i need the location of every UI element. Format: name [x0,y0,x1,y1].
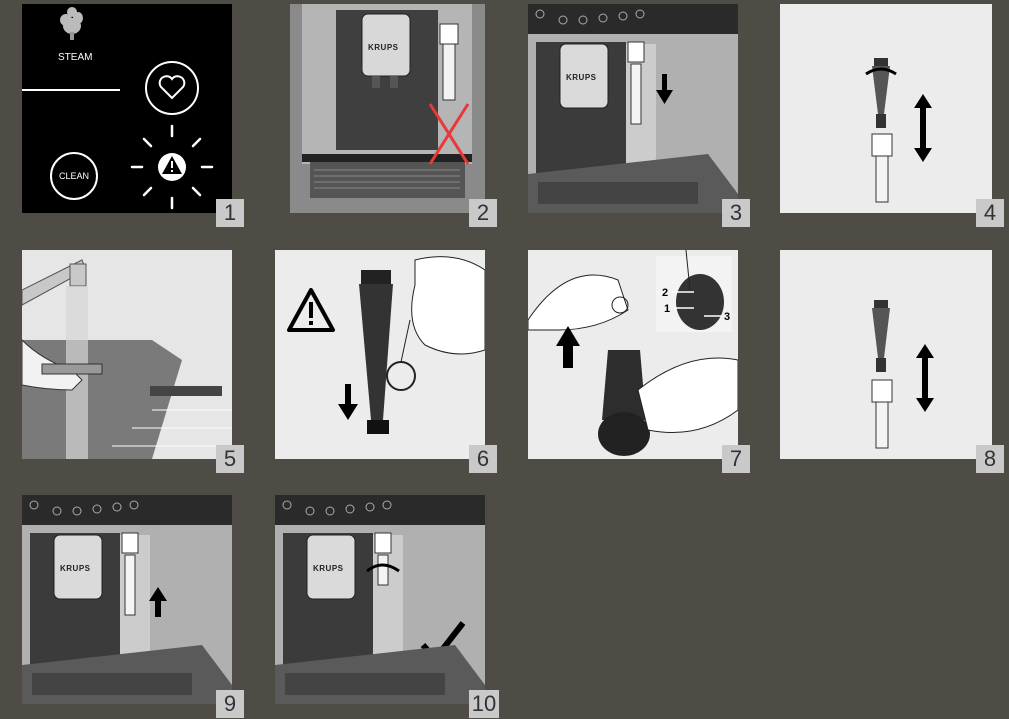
step-number: 5 [216,445,244,473]
step-number: 7 [722,445,750,473]
step-number: 1 [216,199,244,227]
nozzle-cleaning-illustration [275,250,485,459]
step-8-panel [780,250,992,459]
warning-icon [132,126,212,208]
steam-icon [60,7,83,40]
callout-1: 1 [664,303,670,315]
needle-cleaning-illustration: 2 1 3 [528,250,738,459]
step-5-panel [22,250,232,459]
callout-2: 2 [662,287,668,299]
steam-nozzle-parts-illustration [780,250,992,459]
step-number: 3 [722,199,750,227]
clean-label: CLEAN [59,171,89,181]
step-number: 4 [976,199,1004,227]
callout-3: 3 [724,311,730,323]
step-number: 8 [976,445,1004,473]
steam-nozzle-parts-illustration [780,4,992,213]
step-2-panel: KRUPS [290,4,485,213]
machine-illustration: KRUPS [22,495,232,704]
double-arrow-icon [916,344,934,412]
krups-logo: KRUPS [60,564,91,573]
machine-illustration: KRUPS [275,495,485,704]
up-arrow-icon [556,326,580,368]
steam-label: STEAM [58,52,92,63]
step-number: 2 [469,199,497,227]
step-4-panel [780,4,992,213]
step-1-panel: STEAM CLEAN [22,4,232,213]
machine-illustration: KRUPS [528,4,738,213]
double-arrow-icon [914,94,932,162]
step-7-panel: 2 1 3 [528,250,738,459]
step-6-panel [275,250,485,459]
warning-icon [289,290,333,330]
step-number: 10 [469,690,499,718]
krups-logo: KRUPS [313,564,344,573]
down-arrow-icon [338,384,358,420]
clean-button-label: CLEAN [50,152,98,200]
rinsing-illustration [22,250,232,459]
step-number: 9 [216,690,244,718]
step-number: 6 [469,445,497,473]
step-9-panel: KRUPS [22,495,232,704]
heart-icon [160,76,185,98]
machine-illustration: KRUPS [290,4,485,213]
step-10-panel: KRUPS [275,495,485,704]
step-3-panel: KRUPS [528,4,738,213]
krups-logo: KRUPS [368,43,399,52]
krups-logo: KRUPS [566,73,597,82]
